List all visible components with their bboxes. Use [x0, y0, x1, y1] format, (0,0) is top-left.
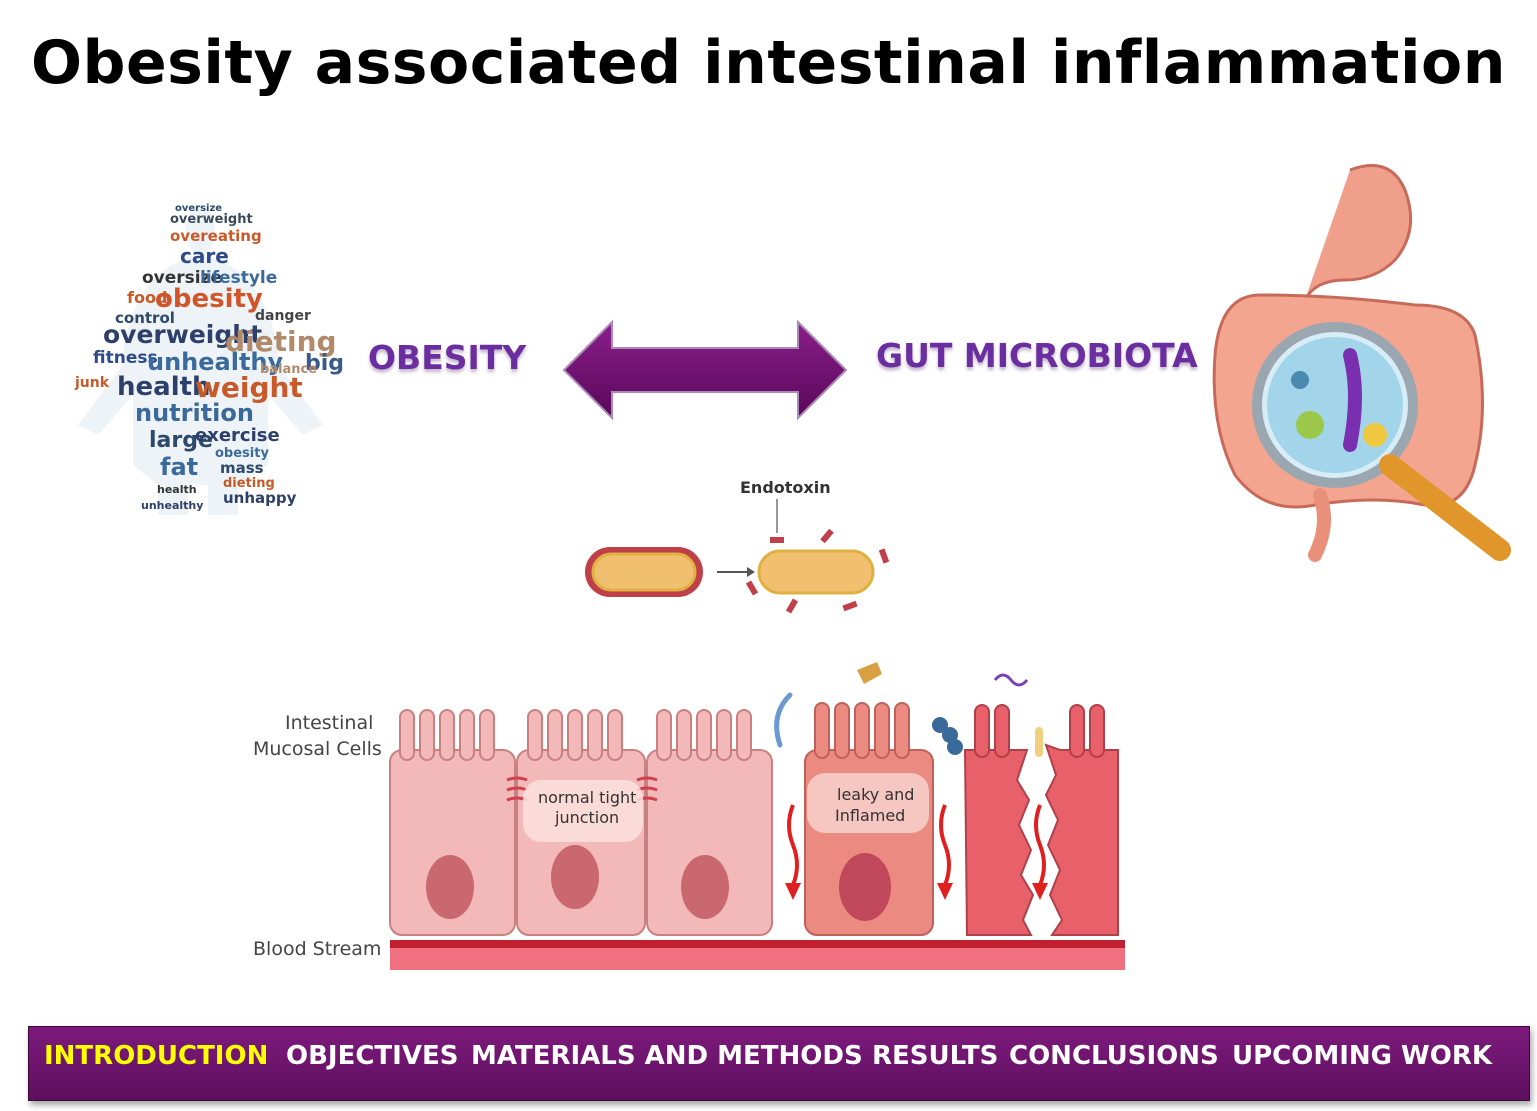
wc-word: exercise — [195, 425, 280, 446]
wc-word: overweight — [103, 320, 262, 349]
wc-word: unhealthy — [141, 499, 203, 512]
wc-word: food — [127, 288, 167, 307]
bacterium-endotoxin-release-icon: Endotoxin — [585, 478, 890, 614]
wc-word: big — [305, 351, 344, 376]
normal-cell — [389, 749, 516, 936]
nav-results[interactable]: RESULTS — [872, 1041, 999, 1071]
nav-objectives[interactable]: OBJECTIVES — [286, 1041, 459, 1071]
wc-word: health — [157, 483, 197, 496]
wc-word: oversize — [175, 203, 222, 214]
normal-cell — [516, 749, 646, 936]
gut-microbiota-label: GUT MICROBIOTA — [876, 336, 1198, 375]
wc-word: nutrition — [135, 399, 254, 427]
wc-word: obesity — [155, 284, 263, 314]
endotoxin-label: Endotoxin — [740, 478, 831, 497]
wc-word: oversize — [142, 268, 222, 288]
double-arrow-icon — [562, 319, 848, 421]
normal-junction-label-1: normal tight — [538, 788, 636, 807]
nav-conclusions[interactable]: CONCLUSIONS — [1009, 1041, 1219, 1071]
wc-word: unhappy — [223, 489, 297, 507]
wc-word: fitness — [93, 348, 158, 368]
normal-junction-label-2: junction — [554, 808, 619, 827]
wc-word: dieting — [225, 325, 337, 358]
normal-cell — [646, 749, 773, 936]
intestine-magnifier-icon — [1212, 164, 1511, 562]
wc-word: dieting — [223, 476, 275, 491]
wc-word: mass — [220, 459, 264, 477]
wc-word: overeating — [170, 227, 262, 245]
obesity-label: OBESITY — [368, 338, 527, 377]
intestinal-mucosa-diagram: Intestinal Mucosal Cells Blood Stream no… — [253, 662, 1125, 970]
leaky-label-2: Inflamed — [835, 806, 905, 825]
leaky-label-1: leaky and — [837, 785, 914, 804]
wc-word: balance — [260, 362, 317, 377]
section-nav-bar: INTRODUCTION OBJECTIVES MATERIALS AND ME… — [28, 1026, 1530, 1101]
nav-introduction[interactable]: INTRODUCTION — [44, 1041, 269, 1071]
wc-word: control — [115, 309, 175, 327]
wc-word: overweight — [170, 212, 253, 227]
wc-word: health — [117, 372, 211, 402]
slide-title: Obesity associated intestinal inflammati… — [30, 28, 1506, 98]
wc-word: obesity — [215, 446, 269, 461]
nav-upcoming-work[interactable]: UPCOMING WORK — [1232, 1041, 1492, 1071]
mucosal-cells-label-2: Mucosal Cells — [253, 738, 382, 760]
blood-stream-label: Blood Stream — [253, 938, 381, 960]
wc-word: care — [180, 244, 229, 268]
nav-materials-and-methods[interactable]: MATERIALS AND METHODS — [471, 1041, 863, 1071]
word-cloud-person-icon: oversize overweight overeating care over… — [74, 203, 344, 515]
mucosal-cells-label-1: Intestinal — [285, 712, 373, 734]
leaky-cell — [963, 743, 1119, 936]
wc-word: danger — [255, 308, 311, 324]
wc-word: large — [149, 428, 213, 453]
wc-word: lifestyle — [200, 268, 277, 288]
wc-word: unhealthy — [147, 348, 284, 376]
wc-word: fat — [160, 453, 198, 481]
wc-word: junk — [74, 375, 110, 391]
wc-word: weight — [195, 371, 303, 404]
